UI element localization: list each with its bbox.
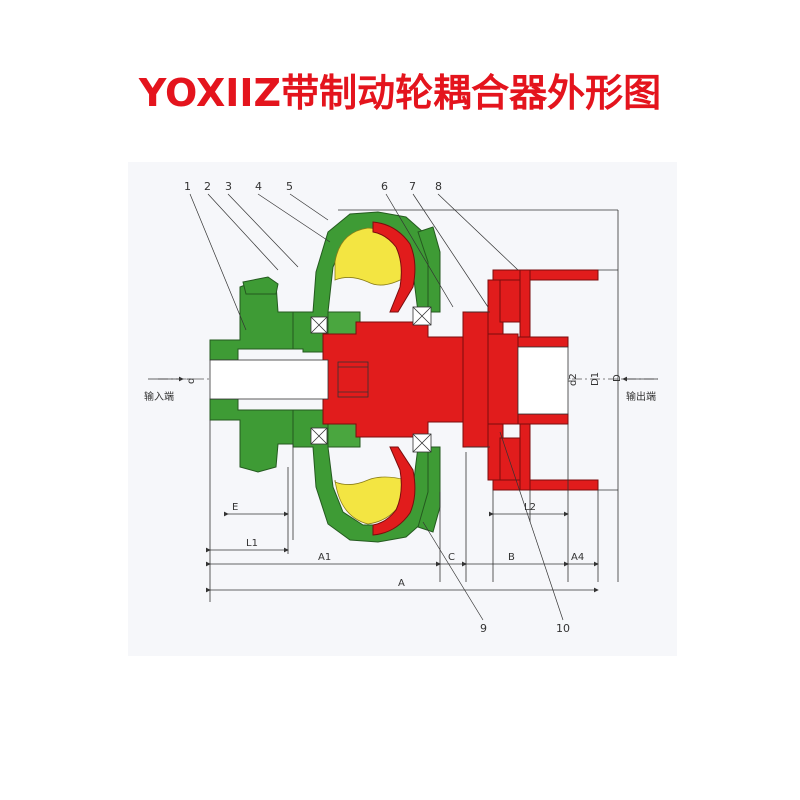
part-number-5: 5: [286, 180, 293, 193]
dim-L2: L2: [524, 502, 536, 513]
dimension-lines: [148, 376, 658, 593]
dim-d-input: d: [186, 378, 197, 384]
part-number-3: 3: [225, 180, 232, 193]
part-numbers: 1 2 3 4 5 6 7 8 9 10: [184, 180, 570, 635]
part-number-2: 2: [204, 180, 211, 193]
part-number-10: 10: [556, 622, 570, 635]
page-title: YOXIIZ带制动轮耦合器外形图: [138, 71, 662, 115]
coupling-drawing: 1 2 3 4 5 6 7 8 9 10 输入端 输出端 E L1 A1 C B…: [128, 162, 677, 656]
part-number-1: 1: [184, 180, 191, 193]
detail-lines: [209, 209, 619, 602]
coupling-diagram-svg: 1 2 3 4 5 6 7 8 9 10 输入端 输出端 E L1 A1 C B…: [144, 180, 658, 635]
dim-A4: A4: [571, 552, 584, 563]
dim-A: A: [398, 578, 405, 589]
housing-green: [209, 211, 441, 543]
dim-E: E: [232, 502, 238, 513]
output-end-label: 输出端: [626, 390, 656, 403]
input-end-label: 输入端: [144, 390, 174, 403]
dim-L1: L1: [246, 538, 258, 549]
part-number-8: 8: [435, 180, 442, 193]
dim-B: B: [508, 552, 515, 563]
fluid-yellow: [334, 227, 407, 525]
leader-lines: [189, 193, 564, 621]
dim-D-drum: D1: [590, 372, 601, 386]
runner-red: [322, 221, 599, 536]
dimension-labels: E L1 A1 C B A4 A L2 d d2 D1 D: [186, 372, 623, 589]
part-number-6: 6: [381, 180, 388, 193]
dim-d-output: d2: [568, 373, 579, 386]
dim-A1: A1: [318, 552, 331, 563]
dim-D-outer: D: [612, 374, 623, 382]
dim-C: C: [448, 552, 455, 563]
part-number-4: 4: [255, 180, 262, 193]
part-number-7: 7: [409, 180, 416, 193]
part-number-9: 9: [480, 622, 487, 635]
